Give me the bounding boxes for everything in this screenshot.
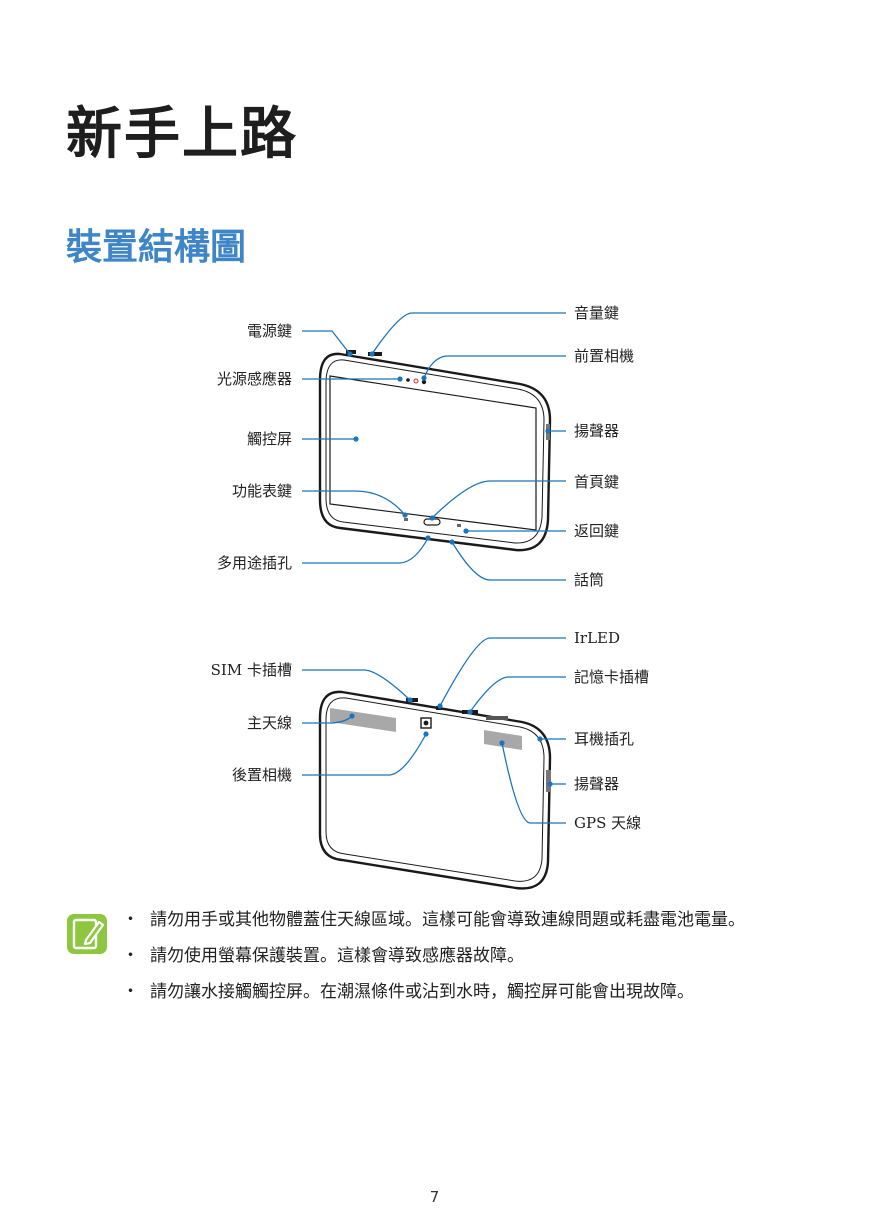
label-memory-card-slot: 記憶卡插槽 bbox=[574, 668, 649, 686]
label-volume-key: 音量鍵 bbox=[574, 304, 619, 322]
note-item: 請勿用手或其他物體蓋住天線區域。這樣可能會導致連線問題或耗盡電池電量。 bbox=[122, 908, 812, 933]
label-power-key: 電源鍵 bbox=[247, 322, 292, 340]
note-item: 請勿讓水接觸觸控屏。在潮濕條件或沾到水時，觸控屏可能會出現故障。 bbox=[122, 980, 812, 1005]
label-light-sensor: 光源感應器 bbox=[217, 370, 292, 388]
notes-list: 請勿用手或其他物體蓋住天線區域。這樣可能會導致連線問題或耗盡電池電量。 請勿使用… bbox=[122, 908, 812, 1016]
label-touchscreen: 觸控屏 bbox=[247, 430, 292, 448]
front-callouts: 電源鍵 光源感應器 觸控屏 功能表鍵 多用途插孔 音量鍵 前置相機 揚聲器 首頁… bbox=[217, 304, 634, 589]
back-callouts: SIM 卡插槽 主天線 後置相機 IrLED 記憶卡插槽 耳機插孔 揚聲器 GP… bbox=[211, 629, 649, 832]
label-irled: IrLED bbox=[574, 629, 620, 647]
section-title: 裝置結構圖 bbox=[66, 227, 247, 268]
label-speaker-back: 揚聲器 bbox=[574, 775, 619, 793]
tablet-back-view bbox=[318, 690, 552, 890]
label-main-antenna: 主天線 bbox=[247, 714, 292, 732]
label-back-key: 返回鍵 bbox=[574, 522, 619, 540]
label-menu-key: 功能表鍵 bbox=[232, 482, 292, 500]
label-sim-slot: SIM 卡插槽 bbox=[211, 661, 292, 679]
label-multipurpose-jack: 多用途插孔 bbox=[217, 554, 292, 572]
label-microphone: 話筒 bbox=[574, 571, 604, 589]
label-speaker-front: 揚聲器 bbox=[574, 422, 619, 440]
label-gps-antenna: GPS 天線 bbox=[574, 814, 641, 832]
page-number: 7 bbox=[429, 1188, 440, 1206]
tablet-front-view bbox=[318, 350, 552, 552]
label-front-camera: 前置相機 bbox=[574, 347, 634, 365]
note-item: 請勿使用螢幕保護裝置。這樣會導致感應器故障。 bbox=[122, 944, 812, 969]
note-pencil-icon bbox=[67, 914, 107, 954]
page-title: 新手上路 bbox=[66, 102, 298, 167]
label-home-key: 首頁鍵 bbox=[574, 473, 619, 491]
label-headset-jack: 耳機插孔 bbox=[574, 730, 634, 748]
label-rear-camera: 後置相機 bbox=[232, 766, 292, 784]
